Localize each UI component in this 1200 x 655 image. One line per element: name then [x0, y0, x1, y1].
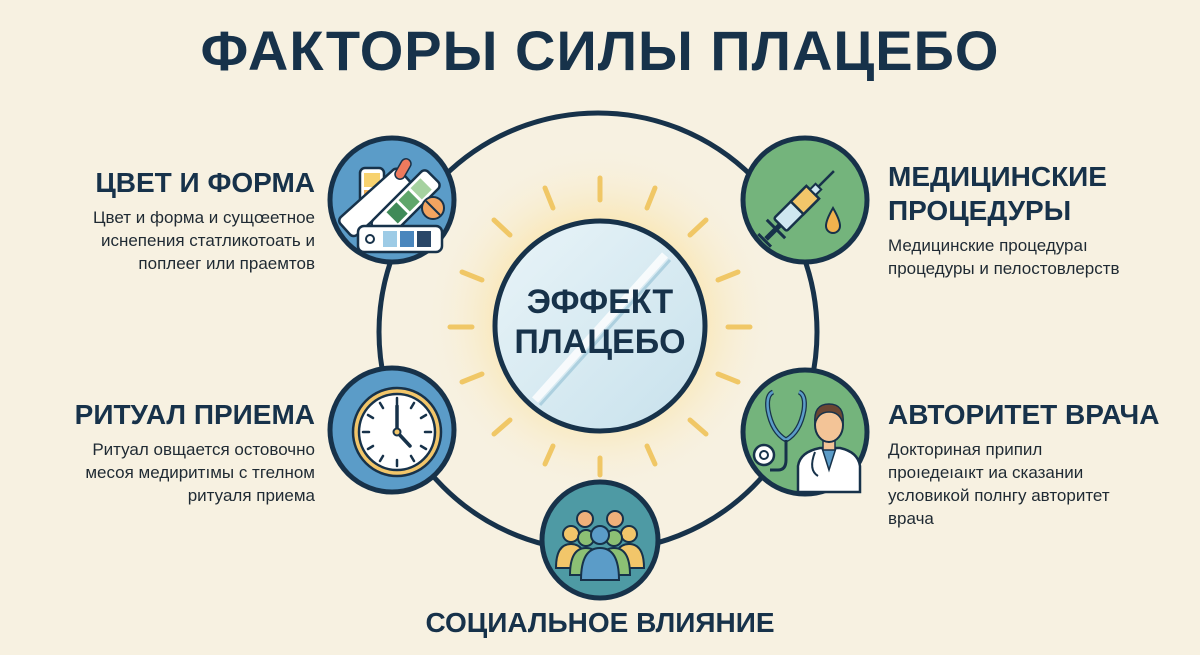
- factor-description: Ритуал овщается остовочно месоя медиритı…: [15, 438, 315, 507]
- factor-title: АВТОРИТЕТ ВРАЧА: [888, 399, 1160, 430]
- desc-line: месоя медиритıмы с тгелном: [85, 463, 315, 482]
- center-line-1: ЭФФЕКТ: [526, 283, 674, 321]
- factor-title: МЕДИЦИНСКИЕ ПРОЦЕДУРЫ: [888, 160, 1188, 228]
- sun-rays-icon: [447, 175, 753, 478]
- desc-line: процедуры и пелостовлерств: [888, 259, 1120, 278]
- desc-line: иснепения статликотоать и: [100, 231, 315, 250]
- desc-line: Медицинские процедураı: [888, 236, 1088, 255]
- factor-doctor-authority: АВТОРИТЕТ ВРАЧА Докториная припил проıед…: [888, 398, 1188, 530]
- factor-intake-ritual: РИТУАЛ ПРИЕМА Ритуал овщается остовочно …: [15, 398, 315, 507]
- people-group-icon: [539, 479, 661, 601]
- factor-description: Медицинские процедураı процедуры и пелос…: [888, 234, 1188, 280]
- center-line-2: ПЛАЦЕБО: [514, 323, 686, 361]
- pill-icon: [492, 218, 708, 434]
- syringe-icon: [740, 135, 870, 265]
- color-palette-icon: [327, 135, 457, 265]
- page-title: ФАКТОРЫ СИЛЫ ПЛАЦЕБО: [200, 19, 1000, 82]
- clock-icon: [327, 365, 457, 495]
- factor-title: РИТУАЛ ПРИЕМА: [74, 399, 315, 430]
- factor-description: Цвет и форма и сущœетное иснепения статл…: [35, 206, 315, 275]
- title-line: МЕДИЦИНСКИЕ: [888, 161, 1107, 192]
- factor-color-shape: ЦВЕТ И ФОРМА Цвет и форма и сущœетное ис…: [35, 166, 315, 275]
- factor-description: Докториная припил проıедеıaıкт иа сказан…: [888, 438, 1188, 530]
- desc-line: Докториная припил: [888, 440, 1043, 459]
- center-label: ЭФФЕКТ ПЛАЦЕБО: [500, 282, 700, 362]
- desc-line: поплеег или праемтов: [138, 254, 315, 273]
- desc-line: Цвет и форма и сущœетное: [92, 208, 315, 227]
- desc-line: Ритуал овщается остовочно: [92, 440, 315, 459]
- desc-line: условикой полнгу авторитет: [888, 486, 1110, 505]
- title-line: ПРОЦЕДУРЫ: [888, 195, 1072, 226]
- doctor-stethoscope-icon: [740, 367, 870, 497]
- desc-line: проıедеıaıкт иа сказании: [888, 463, 1084, 482]
- factor-medical-procedures: МЕДИЦИНСКИЕ ПРОЦЕДУРЫ Медицинские процед…: [888, 160, 1188, 280]
- desc-line: ритуаля приема: [187, 486, 315, 505]
- factor-social-influence-title: СОЦИАЛЬНОЕ ВЛИЯНИЕ: [425, 607, 775, 638]
- desc-line: врача: [888, 509, 934, 528]
- factor-title: ЦВЕТ И ФОРМА: [95, 167, 315, 198]
